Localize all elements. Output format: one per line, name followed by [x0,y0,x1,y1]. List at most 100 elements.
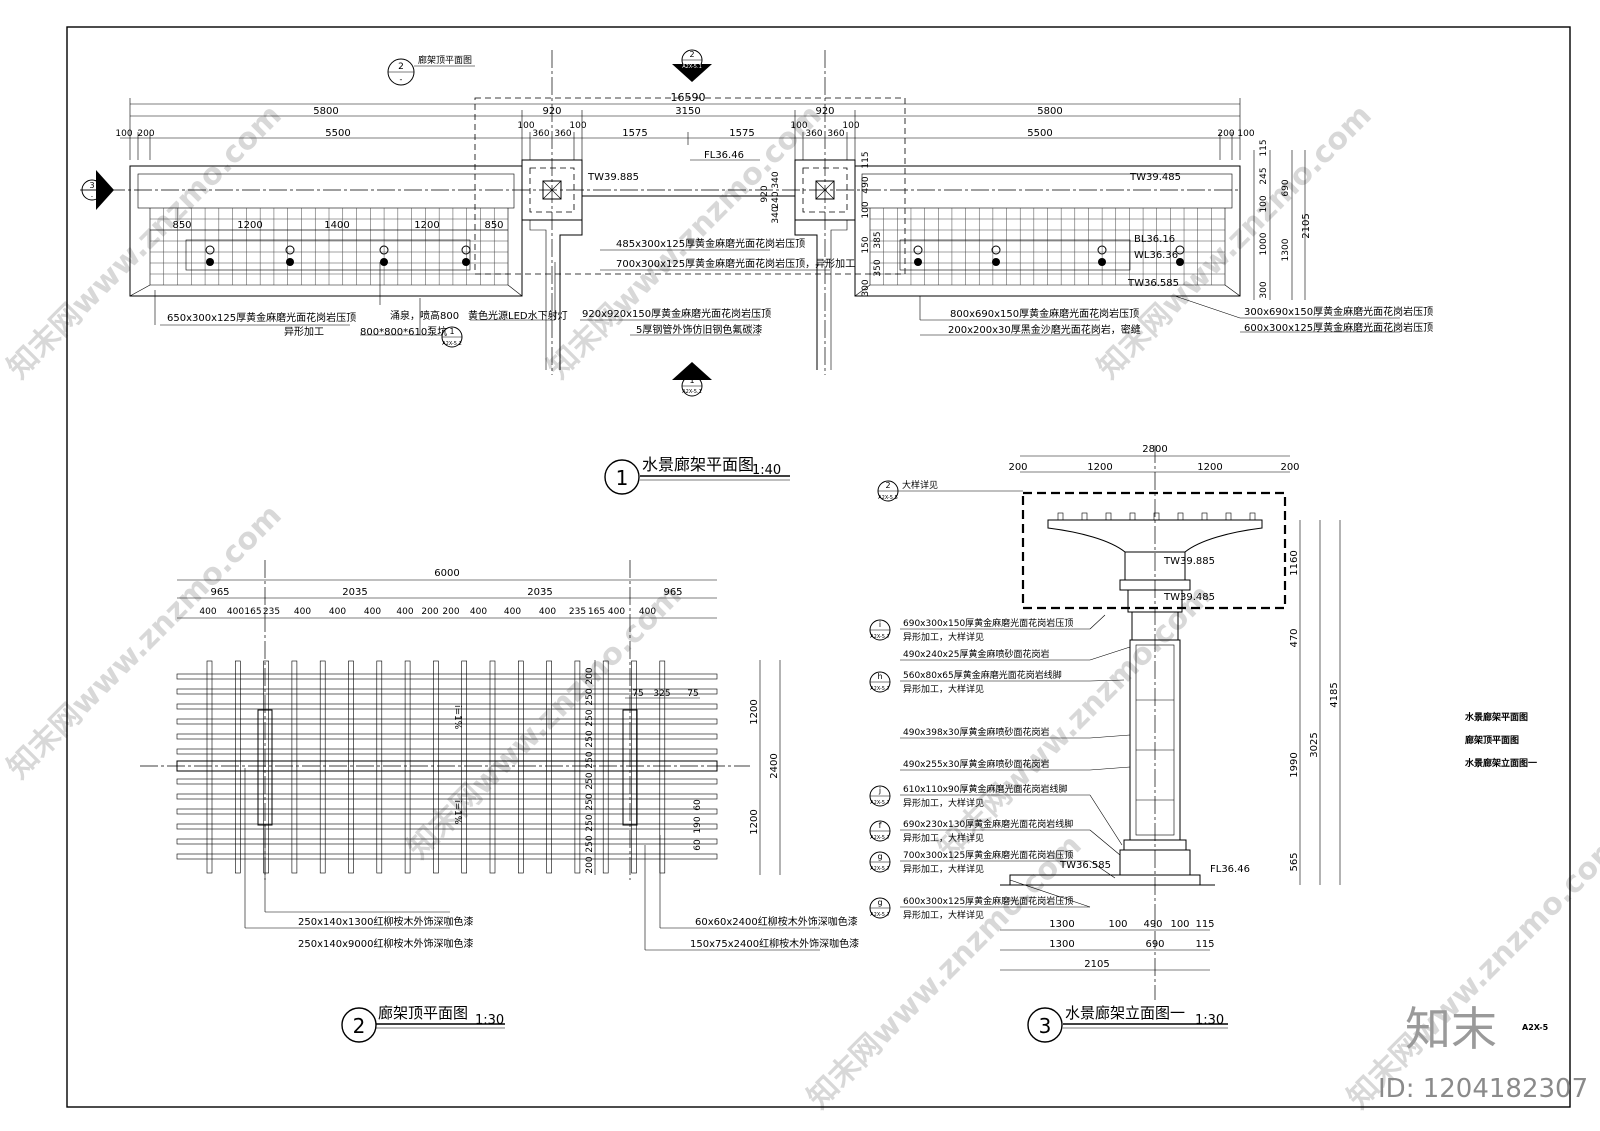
marker-number: 2 [689,50,694,59]
dim: 250 [585,772,595,789]
elevation-label: TW36.585 [1059,860,1111,871]
dim: 60 [693,839,703,851]
dim: 1000 [1259,232,1269,255]
elevation-label: TW39.485 [1163,592,1215,603]
dim: 245 [1259,167,1269,184]
elevation-label: TW36.585 [1127,278,1179,289]
dim: 250 [585,793,595,810]
elevation-note: 490x398x30厚黄金麻喷砂面花岗岩 [900,726,1131,739]
timber-rafter [376,660,383,874]
dim: 400 [227,607,244,617]
section-marker-bottom: 1 A2X-5.1 [672,362,712,397]
bubble-sheet: A2X-5.7 [870,835,890,841]
note-text: 600x300x125厚黄金麻磨光面花岗岩压顶 [903,895,1073,907]
dim: 400 [396,607,413,617]
timber-beam [176,703,718,710]
ref-sheet: - [400,75,403,84]
note-text: 异形加工，大样详见 [903,797,984,809]
dim: 1575 [622,128,647,139]
elevation-note: 490x255x30厚黄金麻喷砂面花岗岩 [900,758,1131,771]
leader-line [1089,794,1123,846]
elevation-label: FL36.46 [1210,864,1250,875]
timber-rafter [291,660,298,874]
dim: 1200 [414,220,439,231]
dim: 3025 [1309,732,1320,757]
dim: 1300 [1049,919,1074,930]
detail-reference: 2 A2X-5.5 大样详见 [877,479,1023,502]
dim: 200 [421,607,438,617]
bubble-sheet: A2X-5.7 [870,800,890,806]
note: 485x300x125厚黄金麻磨光面花岗岩压顶 [616,237,805,250]
dim: 75 [687,689,698,699]
rafter-end [1249,512,1256,521]
dim: 200 [1008,462,1027,473]
dim: 100 [861,201,871,218]
note: 200x200x30厚黑金沙磨光面花岗岩，密缝 [948,323,1141,336]
ref-label: 廊架顶平面图 [418,54,472,66]
marker-sheet: A2X-5.1 [682,64,702,70]
dim: 360 [554,129,571,139]
dim: 235 [263,607,280,617]
rafter-end [1225,512,1232,521]
dim: 100 [517,121,534,131]
dim: 60 [693,799,703,811]
watermark: 知末网www.znzmo.com [401,578,689,866]
note: 250x140x1300红柳桉木外饰深咖色漆 [298,915,473,928]
dim: 850 [484,220,503,231]
dim: 5500 [325,128,350,139]
dim: 400 [470,607,487,617]
dim: 340 [771,206,781,223]
underwater-light-icon [992,258,1000,266]
timber-rafter [602,660,609,874]
elevation-label: TW39.885 [587,172,639,183]
note: 5厚钢管外饰仿旧钢色氟碳漆 [636,323,762,336]
note: 600x300x125厚黄金麻磨光面花岗岩压顶 [1244,321,1433,334]
detail-bubble: 1 A2X-5.2 [441,326,463,348]
dim: 400 [539,607,556,617]
dim: 200 [137,129,154,139]
note: 60x60x2400红柳桉木外饰深咖色漆 [695,915,858,928]
dim: 200 [1280,462,1299,473]
dim: 2035 [527,587,552,598]
sheet-number: A2X-5 [1522,1023,1549,1032]
note-text: 490x255x30厚黄金麻喷砂面花岗岩 [903,758,1049,770]
dim: 400 [294,607,311,617]
timber-beam [176,838,718,845]
sheet-border [66,26,1571,1108]
dim: 470 [1289,628,1300,647]
dim: 200 [442,607,459,617]
plan-title: 1 水景廊架平面图 1:40 [604,455,790,495]
slope-label: i=1% [452,800,462,825]
roof-title: 2 廊架顶平面图 1:30 [341,1004,505,1043]
slope-label: i=1% [452,705,462,730]
note-text: 异形加工，大样详见 [903,631,984,643]
underwater-light-icon [206,258,214,266]
timber-rafter [319,660,326,874]
dim: 6000 [434,568,459,579]
timber-beam [176,673,718,680]
dim: 360 [827,129,844,139]
dim: 250 [585,709,595,726]
index-item: 水景廊架立面图一 [1465,757,1537,769]
index-item: 廊架顶平面图 [1465,734,1519,746]
dim: 100 [842,121,859,131]
dim: 5800 [313,106,338,117]
leader-line [1089,766,1131,771]
dim: 400 [608,607,625,617]
timber-rafter [574,660,581,874]
note: 250x140x9000红柳桉木外饰深咖色漆 [298,937,473,950]
dim: 115 [1259,139,1269,156]
brand-logo: 知末 [1405,1002,1497,1056]
underwater-light-icon [1176,258,1184,266]
elevation-label: BL36.16 [1134,234,1175,245]
dim: 1200 [749,809,760,834]
section-marker-left: 3 - [81,170,114,210]
bubble-sheet: A2X-5.7 [870,634,890,640]
dim: 100 [1170,919,1189,930]
note-text: 异形加工，大样详见 [903,909,984,921]
dim: 385 [873,231,883,248]
dim: 115 [1195,919,1214,930]
timber-beam [176,733,718,740]
